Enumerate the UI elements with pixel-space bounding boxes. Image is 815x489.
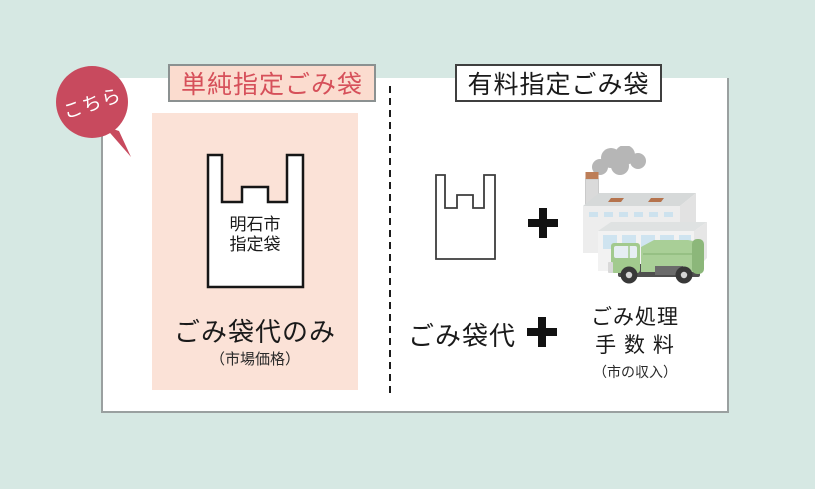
right-bag-cost-label: ごみ袋代 (407, 321, 516, 351)
left-title-label: 単純指定ごみ袋 (180, 71, 363, 99)
garbage-bag-icon (206, 153, 305, 289)
callout-label: こちら (60, 84, 125, 124)
bag-city-label: 明石市 指定袋 (205, 215, 305, 255)
left-title-box: 単純指定ごみ袋 (168, 64, 376, 102)
garbage-bag-icon-small (435, 174, 496, 260)
plus-icon (528, 208, 558, 238)
bag-city-label-line1: 明石市 (229, 215, 281, 234)
speech-bubble-tail-icon (104, 126, 131, 157)
speech-bubble-icon: こちら (56, 66, 128, 138)
dashed-divider (389, 86, 391, 397)
bag-city-label-line2: 指定袋 (229, 235, 281, 255)
left-price-label: ごみ袋代のみ (173, 317, 336, 347)
garbage-truck-icon (608, 239, 704, 284)
plus-icon (527, 317, 557, 347)
smoke-icon (592, 146, 646, 175)
left-price-note: （市場価格） (209, 351, 300, 368)
right-title-box: 有料指定ごみ袋 (455, 64, 662, 102)
fee-label-line1: ごみ処理 (591, 306, 679, 329)
fee-label-block: ごみ処理 手 数 料 （市の収入） (574, 304, 696, 382)
factory-icon (583, 146, 707, 284)
right-title-label: 有料指定ごみ袋 (467, 71, 650, 99)
fee-label-line2: 手 数 料 (595, 334, 675, 357)
fee-note: （市の収入） (593, 364, 677, 380)
